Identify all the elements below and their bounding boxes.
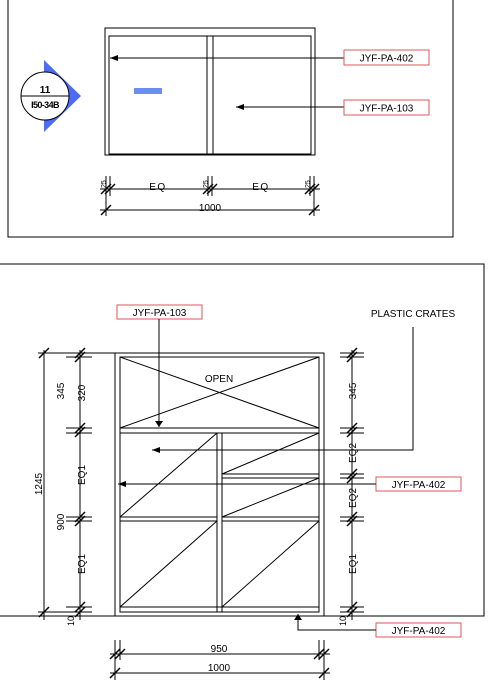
left-dim-overall: 1245 (34, 472, 45, 495)
tag-top-402: JYF-PA-402 (343, 49, 430, 66)
left-dim-upper-inner: 320 (77, 384, 88, 401)
section-marker-sheet: I50-34B (31, 100, 60, 110)
right-dim-eq2-upper: EQ2 (348, 443, 359, 463)
top-dim-joint-mid: 25 (203, 180, 210, 188)
left-dim-lower: 900 (56, 513, 67, 530)
svg-text:JYF-PA-103: JYF-PA-103 (133, 308, 187, 319)
top-dimensions (100, 176, 320, 216)
bottom-dim-inner: 950 (211, 644, 228, 655)
right-dim-upper: 345 (348, 382, 359, 399)
tag-elev-402-bottom: JYF-PA-402 (375, 622, 462, 638)
top-dim-eq-left: EQ (149, 182, 166, 193)
left-dimensions (38, 347, 115, 620)
svg-text:JYF-PA-103: JYF-PA-103 (360, 104, 414, 115)
svg-text:JYF-PA-402: JYF-PA-402 (392, 480, 446, 491)
right-dimensions (340, 347, 364, 620)
left-dim-eq1-lower: EQ1 (77, 554, 88, 574)
svg-text:JYF-PA-402: JYF-PA-402 (392, 626, 446, 637)
leader-plastic-crates (152, 327, 414, 453)
right-dim-eq1: EQ1 (348, 554, 359, 574)
open-label: OPEN (205, 374, 233, 385)
bottom-dimensions (109, 640, 330, 680)
tag-elev-103: JYF-PA-103 (116, 304, 203, 320)
top-view-frame (7, 0, 454, 238)
svg-text:JYF-PA-402: JYF-PA-402 (360, 54, 414, 65)
left-dim-eq1-upper: EQ1 (77, 465, 88, 485)
tag-top-103: JYF-PA-103 (343, 99, 430, 116)
window-elevation (114, 352, 325, 617)
left-dim-upper: 345 (56, 382, 67, 399)
highlight-marker (134, 88, 162, 94)
plastic-crates-note: PLASTIC CRATES (371, 309, 456, 320)
top-dim-joint-left: 25 (101, 180, 108, 188)
top-dim-eq-right: EQ (252, 182, 269, 193)
bottom-dim-overall: 1000 (208, 663, 231, 674)
section-marker: 11 I50-34B (20, 60, 81, 132)
window-plan (104, 27, 316, 156)
right-dim-eq2-lower: EQ2 (348, 488, 359, 508)
right-dim-base: 10 (338, 616, 348, 626)
leader-elev-402-bottom (294, 614, 376, 631)
left-dim-base: 10 (66, 616, 76, 626)
top-dim-joint-right: 25 (305, 180, 312, 188)
section-marker-number: 11 (40, 85, 51, 96)
top-dim-overall: 1000 (199, 203, 222, 214)
top-view: 11 I50-34B JYF-PA-402 JYF-PA-103 (7, 0, 454, 238)
tag-elev-402-mid: JYF-PA-402 (375, 476, 462, 492)
elevation-view: OPEN JYF-PA-103 PLASTIC CRATES JYF-PA-40… (0, 263, 485, 680)
